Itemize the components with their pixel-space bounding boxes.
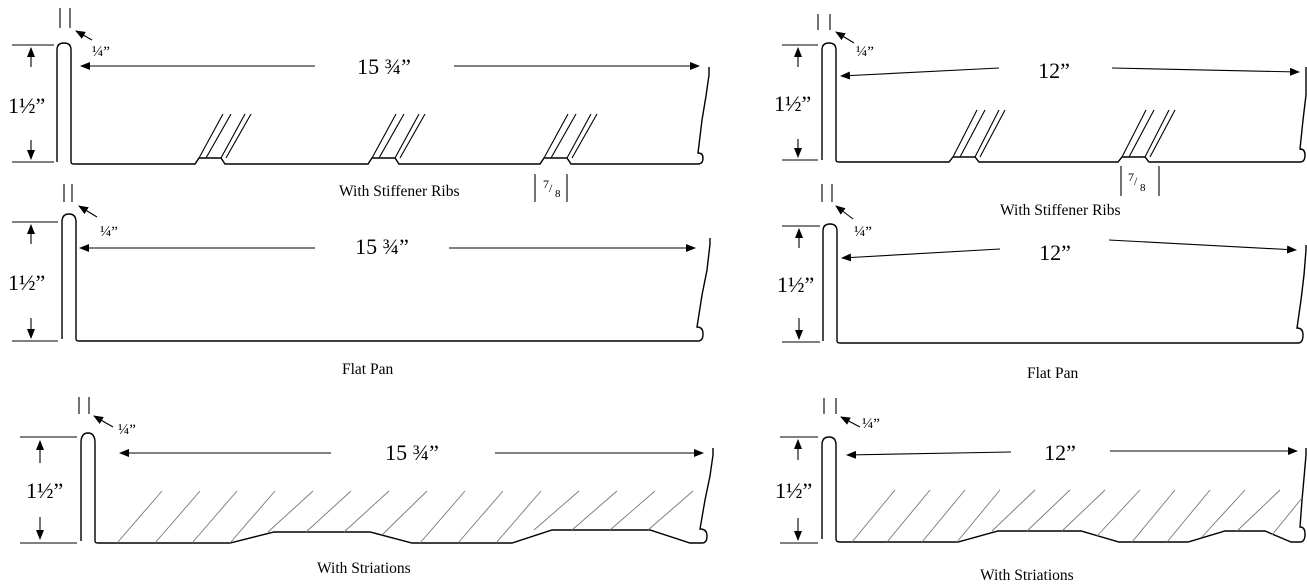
seam-arrow — [93, 415, 114, 428]
height-label: 1½” — [775, 478, 812, 503]
seam-arrow — [840, 416, 861, 428]
seam-ticks — [78, 397, 90, 414]
caption: With Stiffener Ribs — [1000, 202, 1121, 219]
rib-width-top: 7 — [543, 177, 549, 191]
striation-lines — [851, 489, 1303, 543]
seam-ticks — [59, 8, 71, 28]
panel-profile — [821, 436, 1307, 543]
seam-ticks — [817, 14, 831, 30]
stiffener-rib — [371, 113, 426, 159]
panel-left-striations: ¼” 1½” 15 ¾” With Striations — [20, 397, 714, 577]
rib-width-top: 7 — [1128, 170, 1134, 184]
panel-left-stiffener-ribs: ¼” 1½” 15 ¾” With Stiffener Ribs 7 / 8 — [8, 8, 710, 202]
seam-width-label: ¼” — [118, 422, 136, 438]
panel-profile — [821, 42, 1307, 163]
stiffener-rib — [198, 113, 252, 159]
rib-width-ticks — [534, 174, 568, 202]
seam-arrow — [835, 205, 854, 220]
seam-ticks — [823, 398, 837, 414]
caption: With Striations — [317, 560, 411, 577]
width-label: 12” — [1039, 240, 1071, 265]
rib-width-slash: / — [549, 181, 553, 195]
height-label: 1½” — [8, 93, 45, 118]
caption: With Striations — [980, 567, 1074, 584]
rib-width-bottom: 8 — [555, 188, 561, 200]
panel-right-striations: ¼” 1½” 12” With Striations — [775, 398, 1307, 584]
height-label: 1½” — [8, 270, 45, 295]
seam-ticks — [821, 184, 833, 202]
seam-width-label: ¼” — [100, 224, 118, 240]
panel-right-stiffener-ribs: ¼” 1½” 12” 7 / 8 With Stiffener Ribs — [774, 14, 1307, 219]
seam-width-label: ¼” — [862, 416, 880, 432]
seam-ticks — [63, 184, 73, 202]
stiffener-rib — [952, 109, 1006, 158]
panel-right-flat-pan: ¼” 1½” 12” Flat Pan — [777, 184, 1307, 382]
panel-profile — [822, 223, 1307, 344]
width-arrow-left — [841, 248, 1001, 262]
rib-width-bottom: 8 — [1140, 182, 1146, 194]
width-label: 12” — [1038, 58, 1070, 83]
rib-width-slash: / — [1134, 174, 1138, 188]
seam-width-label: ¼” — [92, 44, 110, 60]
caption: Flat Pan — [342, 361, 393, 378]
width-arrow-right — [1108, 239, 1297, 254]
stiffener-rib — [543, 113, 598, 159]
seam-arrow — [78, 205, 98, 218]
rib-width-ticks — [1120, 166, 1160, 196]
height-label: 1½” — [26, 478, 63, 503]
width-label: 15 ¾” — [355, 234, 409, 259]
width-label: 12” — [1044, 440, 1076, 465]
stiffener-rib — [1121, 109, 1176, 158]
width-label: 15 ¾” — [357, 54, 411, 79]
height-label: 1½” — [777, 272, 814, 297]
width-arrow-left — [840, 67, 1000, 80]
panel-profile — [56, 42, 710, 165]
seam-width-label: ¼” — [854, 224, 872, 240]
striation-lines — [116, 490, 694, 544]
width-label: 15 ¾” — [385, 440, 439, 465]
seam-arrow — [75, 30, 93, 41]
caption: With Stiffener Ribs — [339, 183, 460, 200]
panel-profile — [80, 432, 714, 544]
height-label: 1½” — [774, 91, 811, 116]
width-arrow-right — [1111, 67, 1300, 76]
width-arrow-left — [846, 450, 1012, 459]
caption: Flat Pan — [1027, 365, 1078, 382]
seam-width-label: ¼” — [856, 44, 874, 60]
panel-left-flat-pan: ¼” 1½” 15 ¾” Flat Pan — [8, 184, 711, 378]
panel-profile — [61, 213, 711, 342]
seam-arrow — [835, 31, 855, 44]
